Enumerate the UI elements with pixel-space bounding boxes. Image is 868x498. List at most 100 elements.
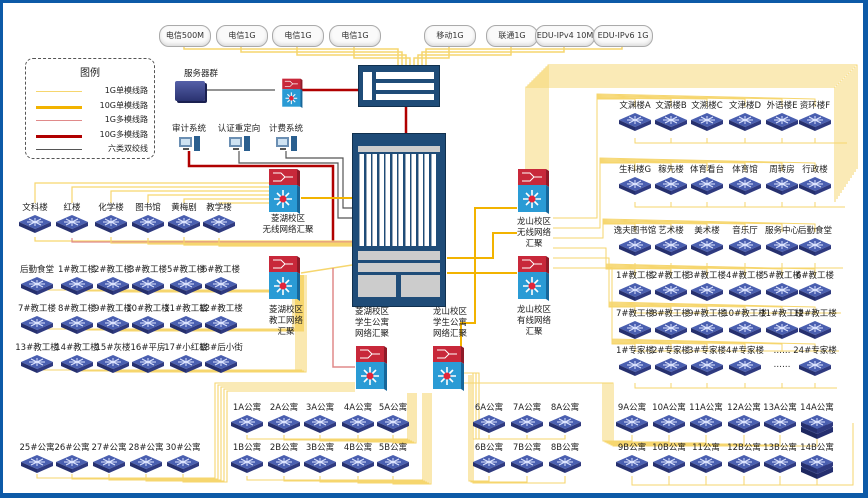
lh-building-switch[interactable] <box>60 276 94 300</box>
ls-building-switch[interactable] <box>798 112 832 136</box>
ls-dorm-switch[interactable] <box>689 414 723 438</box>
core-switch[interactable] <box>352 133 446 307</box>
ls-building-switch[interactable] <box>765 282 799 306</box>
ls-building-switch[interactable] <box>728 320 762 344</box>
ls-building-switch[interactable] <box>765 112 799 136</box>
lh-dorm-switch[interactable] <box>303 454 337 478</box>
ls-building-switch[interactable] <box>618 112 652 136</box>
ls-building-switch[interactable] <box>690 176 724 200</box>
ls-dorm-switch[interactable] <box>548 454 582 478</box>
ls-building-switch[interactable] <box>654 237 688 261</box>
ls-building-switch[interactable] <box>728 176 762 200</box>
lh-building-switch[interactable] <box>96 354 130 378</box>
ls-building-switch[interactable] <box>618 176 652 200</box>
ls-dorm-switch[interactable] <box>800 414 834 444</box>
ls-building-switch[interactable] <box>765 320 799 344</box>
ls-building-switch[interactable] <box>654 112 688 136</box>
lh-building-switch[interactable] <box>18 214 52 238</box>
lh-building-switch[interactable] <box>204 315 238 339</box>
lh-faculty-aggregator[interactable] <box>268 255 300 305</box>
ls-building-switch[interactable] <box>654 357 688 381</box>
lh-dorm-switch[interactable] <box>20 454 54 478</box>
lh-wireless-aggregator[interactable] <box>268 168 300 218</box>
ls-dorm-switch[interactable] <box>510 454 544 478</box>
lh-building-switch[interactable] <box>20 354 54 378</box>
ls-building-switch[interactable] <box>798 176 832 200</box>
ls-dorm-switch[interactable] <box>689 454 723 478</box>
lh-building-switch[interactable] <box>204 354 238 378</box>
ls-dorm-switch[interactable] <box>652 414 686 438</box>
lh-dorm-switch[interactable] <box>55 454 89 478</box>
ls-building-switch[interactable] <box>798 357 832 381</box>
lh-dorm-switch[interactable] <box>92 454 126 478</box>
ls-dorm-switch[interactable] <box>472 414 506 438</box>
lh-building-switch[interactable] <box>60 315 94 339</box>
ls-building-switch[interactable] <box>765 176 799 200</box>
ls-building-switch[interactable] <box>618 320 652 344</box>
ls-building-switch[interactable] <box>728 237 762 261</box>
lh-dorm-switch[interactable] <box>303 414 337 438</box>
ls-building-switch[interactable] <box>618 357 652 381</box>
ls-building-switch[interactable] <box>798 237 832 261</box>
lh-building-switch[interactable] <box>55 214 89 238</box>
ls-wired-aggregator[interactable] <box>517 255 549 305</box>
lh-dorm-switch[interactable] <box>376 454 410 478</box>
lh-building-switch[interactable] <box>131 315 165 339</box>
firewall-switch[interactable] <box>276 78 308 112</box>
lh-building-switch[interactable] <box>202 214 236 238</box>
lh-dorm-switch[interactable] <box>267 414 301 438</box>
ls-building-switch[interactable] <box>690 320 724 344</box>
ls-dorm-switch[interactable] <box>652 454 686 478</box>
ls-building-switch[interactable] <box>654 320 688 344</box>
ls-dorm-switch[interactable] <box>763 414 797 438</box>
ls-dorm-switch[interactable] <box>472 454 506 478</box>
lh-building-switch[interactable] <box>96 315 130 339</box>
lh-building-switch[interactable] <box>131 276 165 300</box>
lh-building-switch[interactable] <box>169 315 203 339</box>
ls-building-switch[interactable] <box>690 237 724 261</box>
lh-building-switch[interactable] <box>131 214 165 238</box>
lh-dorm-switch[interactable] <box>129 454 163 478</box>
ls-wireless-aggregator[interactable] <box>517 168 549 218</box>
lh-building-switch[interactable] <box>131 354 165 378</box>
workstation-icon[interactable] <box>179 136 201 156</box>
lh-building-switch[interactable] <box>204 276 238 300</box>
ls-building-switch[interactable] <box>798 282 832 306</box>
ls-student-aggregator[interactable] <box>432 345 464 395</box>
workstation-icon[interactable] <box>276 136 298 156</box>
lh-dorm-switch[interactable] <box>341 454 375 478</box>
ls-dorm-switch[interactable] <box>727 454 761 478</box>
lh-dorm-switch[interactable] <box>376 414 410 438</box>
ls-building-switch[interactable] <box>798 320 832 344</box>
ls-dorm-switch[interactable] <box>615 414 649 438</box>
ls-building-switch[interactable] <box>618 237 652 261</box>
ls-building-switch[interactable] <box>728 112 762 136</box>
lh-student-aggregator[interactable] <box>355 345 387 395</box>
ls-building-switch[interactable] <box>618 282 652 306</box>
ls-building-switch[interactable] <box>728 282 762 306</box>
ls-building-switch[interactable] <box>654 282 688 306</box>
lh-building-switch[interactable] <box>169 276 203 300</box>
ls-dorm-switch[interactable] <box>727 414 761 438</box>
ls-dorm-switch[interactable] <box>548 414 582 438</box>
lh-dorm-switch[interactable] <box>267 454 301 478</box>
lh-building-switch[interactable] <box>167 214 201 238</box>
lh-dorm-switch[interactable] <box>341 414 375 438</box>
lh-building-switch[interactable] <box>94 214 128 238</box>
lh-building-switch[interactable] <box>20 276 54 300</box>
ls-building-switch[interactable] <box>654 176 688 200</box>
ls-dorm-switch[interactable] <box>510 414 544 438</box>
ls-dorm-switch[interactable] <box>763 454 797 478</box>
server-cluster-icon[interactable] <box>175 81 205 101</box>
lh-building-switch[interactable] <box>20 315 54 339</box>
lh-dorm-switch[interactable] <box>166 454 200 478</box>
lh-building-switch[interactable] <box>169 354 203 378</box>
ls-building-switch[interactable] <box>728 357 762 381</box>
ls-dorm-switch[interactable] <box>800 454 834 484</box>
ls-building-switch[interactable] <box>690 357 724 381</box>
lh-building-switch[interactable] <box>96 276 130 300</box>
core-router[interactable] <box>358 65 440 107</box>
workstation-icon[interactable] <box>229 136 251 156</box>
ls-dorm-switch[interactable] <box>615 454 649 478</box>
ls-building-switch[interactable] <box>690 112 724 136</box>
